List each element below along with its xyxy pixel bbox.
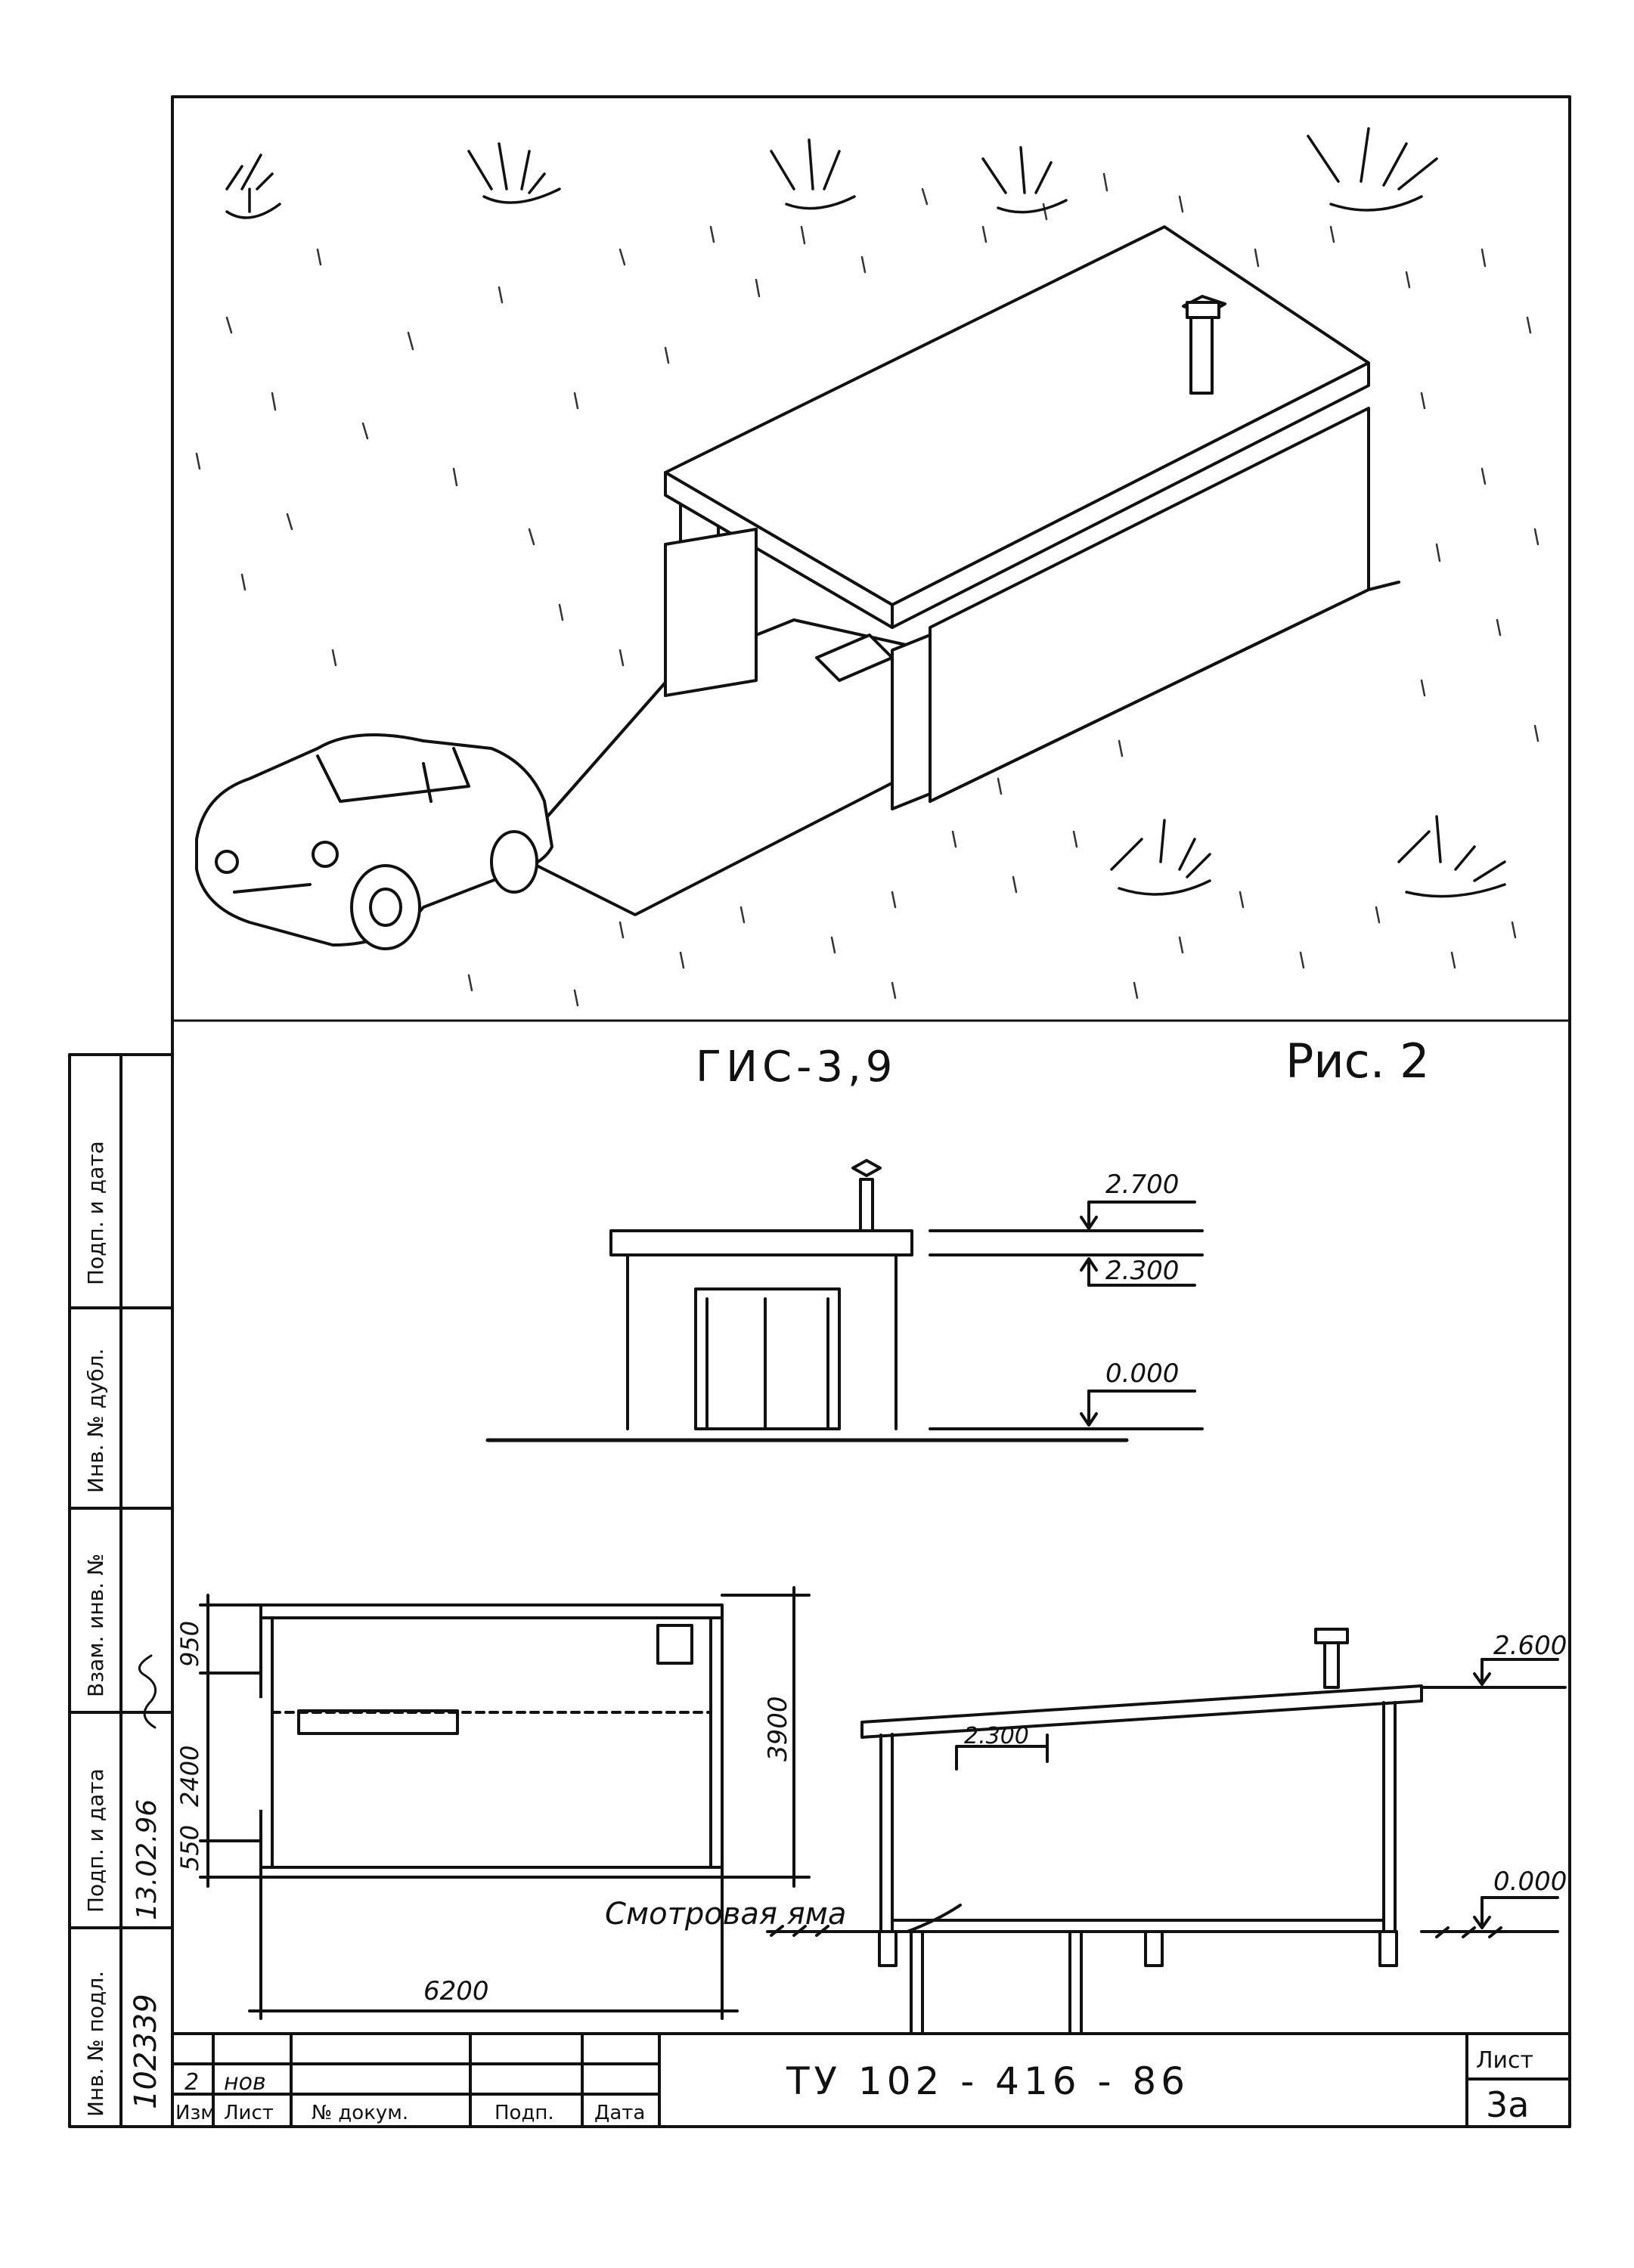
car-illustration bbox=[195, 733, 553, 950]
title-rev-number: 2 bbox=[184, 2069, 199, 2096]
title-col-izm: Изм bbox=[175, 2102, 215, 2124]
title-rev-note: нов bbox=[224, 2069, 266, 2096]
facade-level-zero: 0.000 bbox=[1105, 1359, 1179, 1389]
stamp-label-vzam-inv: Взам. инв. № bbox=[83, 1554, 108, 1697]
side-stamp bbox=[68, 1053, 174, 2128]
title-col-podp: Подп. bbox=[495, 2102, 554, 2124]
title-col-date: Дата bbox=[594, 2102, 645, 2124]
sheet-label: Лист bbox=[1476, 2047, 1533, 2074]
plan-dim-3900: 3900 bbox=[763, 1696, 793, 1761]
plan-dim-2400: 2400 bbox=[175, 1746, 204, 1807]
stamp-label-inv-podl: Инв. № подл. bbox=[83, 1971, 108, 2117]
section-level-inner: 2.300 bbox=[964, 1723, 1029, 1749]
stamp-signature bbox=[138, 1654, 157, 1729]
inspection-pit-callout: Смотровая яма bbox=[605, 1897, 846, 1932]
section-level-zero: 0.000 bbox=[1493, 1867, 1567, 1897]
bushes bbox=[225, 127, 1506, 898]
plan-dim-950: 950 bbox=[175, 1621, 204, 1667]
stamp-value-date: 13.02.96 bbox=[132, 1799, 163, 1920]
stamp-label-inv-dubl: Инв. № дубл. bbox=[83, 1348, 108, 1493]
isometric-sketch bbox=[195, 127, 1539, 1007]
section-level-top: 2.600 bbox=[1493, 1631, 1567, 1661]
figure-label: Рис. 2 bbox=[1285, 1033, 1430, 1089]
title-col-doc: № докум. bbox=[312, 2102, 408, 2124]
garage-isometric bbox=[664, 225, 1400, 810]
cross-section bbox=[766, 1628, 1567, 2054]
facade-level-mid: 2.300 bbox=[1105, 1256, 1179, 1286]
plan-dim-550: 550 bbox=[175, 1825, 204, 1871]
title-col-list: Лист bbox=[224, 2102, 274, 2124]
document-designation: ТУ 102 - 416 - 86 bbox=[786, 2059, 1189, 2103]
stamp-label-podp-data-1: Подп. и дата bbox=[83, 1141, 108, 1285]
stamp-value-inv-podl: 102339 bbox=[129, 1994, 163, 2109]
title-block bbox=[171, 2032, 1571, 2128]
plan-dim-6200: 6200 bbox=[423, 1976, 489, 2006]
facade-level-top: 2.700 bbox=[1105, 1170, 1179, 1200]
sheet-number: 3а bbox=[1486, 2084, 1529, 2125]
model-caption: ГИС-3,9 bbox=[696, 1043, 897, 1092]
grass-hatching bbox=[195, 172, 1539, 1007]
stamp-label-podp-data-2: Подп. и дата bbox=[83, 1768, 108, 1913]
front-elevation bbox=[485, 1159, 1204, 1442]
floor-plan bbox=[199, 1586, 811, 2020]
